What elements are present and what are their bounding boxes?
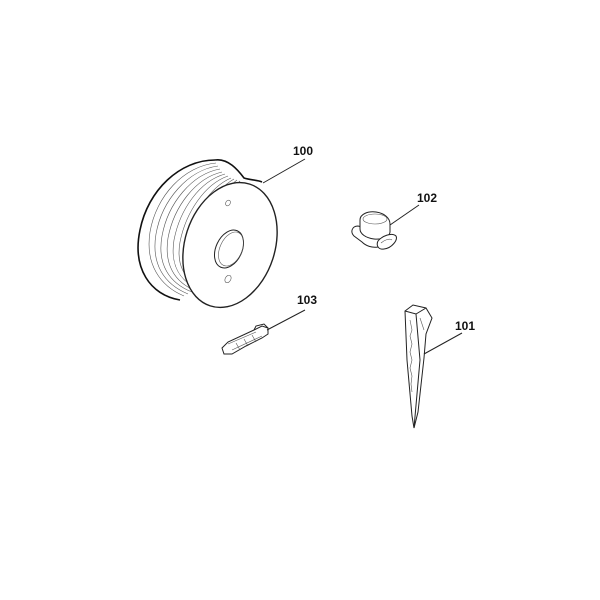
leader-line-103 — [266, 309, 306, 331]
spool-small-hole-top — [225, 199, 231, 207]
leader-line-100 — [262, 158, 306, 184]
part-label-100[interactable]: 100 — [293, 144, 314, 158]
spool-front-flange — [182, 181, 278, 309]
part-100-wire-spool[interactable] — [137, 159, 292, 320]
leader-line-101 — [423, 332, 463, 355]
peg-teeth — [409, 319, 413, 393]
part-label-103[interactable]: 103 — [297, 293, 318, 307]
part-label-102[interactable]: 102 — [417, 191, 438, 205]
part-label-101[interactable]: 101 — [455, 319, 476, 333]
part-103-coupler-clip[interactable] — [221, 323, 269, 355]
part-102-wire-connector[interactable] — [351, 211, 397, 250]
leader-line-102 — [389, 204, 420, 226]
part-101-ground-peg[interactable] — [404, 304, 433, 429]
spool-small-hole-bottom — [224, 274, 232, 284]
